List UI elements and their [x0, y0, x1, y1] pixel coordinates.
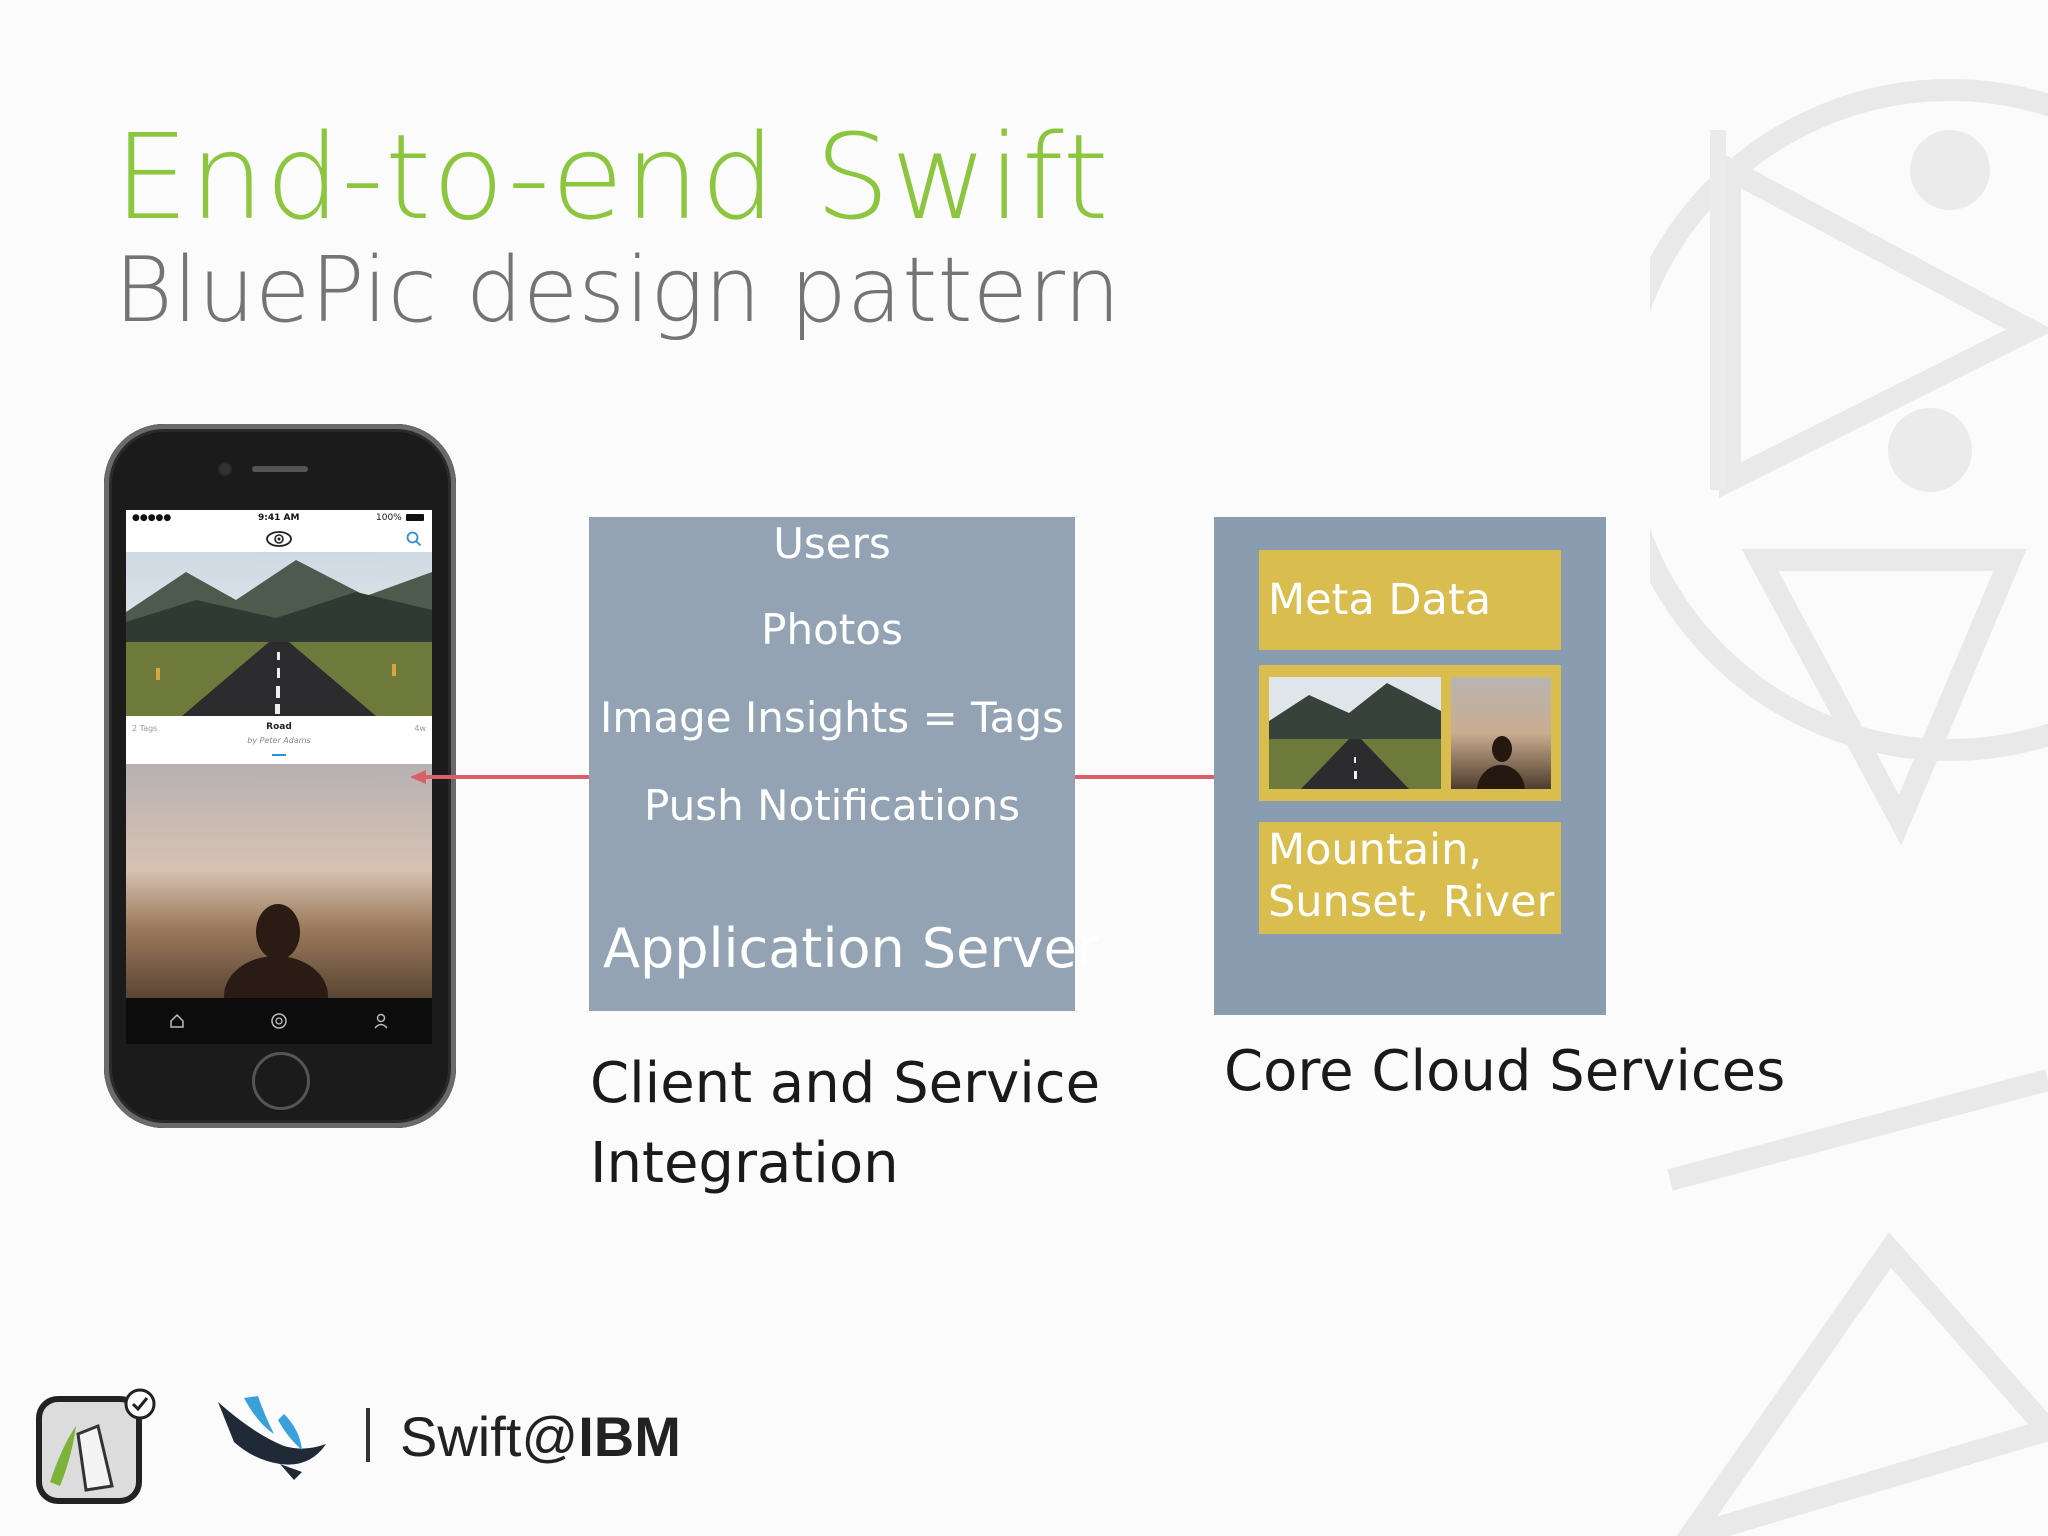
footer-divider [366, 1408, 370, 1462]
server-item-photos: Photos [761, 605, 903, 654]
caption-core-cloud-services: Core Cloud Services [1224, 1039, 1786, 1104]
bluepic-eye-logo-icon[interactable] [265, 528, 293, 550]
photo-thumbnails-tile [1259, 665, 1561, 801]
status-bar: ●●●●● 9:41 AM 100% [126, 510, 432, 526]
battery-percent: 100% [376, 513, 402, 523]
core-cloud-services-box: Meta Data Mountain, Sunset, River [1214, 517, 1606, 1015]
caption-client-line-1: Client and Service [590, 1051, 1101, 1116]
home-tab-icon[interactable] [168, 1012, 186, 1030]
brand-suffix: IBM [578, 1405, 681, 1468]
application-server-box: Users Photos Image Insights = Tags Push … [589, 517, 1099, 1011]
server-item-image-insights: Image Insights = Tags [600, 693, 1064, 742]
photo-person-sunset-image[interactable] [126, 764, 432, 998]
photo-title: Road [266, 722, 292, 732]
search-icon[interactable] [406, 531, 422, 547]
photo-caption: 2 Tags Road by Peter Adams 4w [126, 716, 432, 764]
slide-subtitle: BluePic design pattern [114, 238, 1121, 343]
meta-data-tile: Meta Data [1259, 550, 1561, 650]
thumbnail-person-image [1451, 677, 1551, 789]
tags-line-1: Mountain, [1268, 825, 1482, 875]
slide-title: End-to-end Swift [114, 108, 1110, 246]
server-item-push-notifications: Push Notifications [644, 781, 1020, 830]
phone-screen: ●●●●● 9:41 AM 100% [126, 510, 432, 1044]
swift-at-ibm-wordmark: Swift@IBM [400, 1404, 681, 1469]
tags-tile: Mountain, Sunset, River [1259, 822, 1561, 934]
phone-home-button [252, 1052, 310, 1110]
app-header [126, 526, 432, 552]
photo-age: 4w [414, 724, 426, 733]
application-server-label: Application Server [603, 917, 1099, 980]
server-item-users: Users [773, 519, 891, 568]
photo-road-image[interactable] [126, 552, 432, 716]
profile-tab-icon[interactable] [372, 1012, 390, 1030]
phone-camera [220, 464, 230, 474]
swift-bird-logo [218, 1396, 326, 1480]
background-geometric-decoration [1650, 79, 2048, 1536]
phone-speaker [252, 466, 308, 472]
status-time: 9:41 AM [258, 513, 300, 523]
photo-tags-count: 2 Tags [132, 724, 158, 733]
tags-line-2: Sunset, River [1268, 877, 1555, 927]
brand-prefix: Swift@ [400, 1405, 579, 1468]
battery-icon [406, 514, 424, 521]
signal-indicator: ●●●●● [132, 513, 172, 523]
caption-client-line-2: Integration [590, 1131, 899, 1196]
tab-bar [126, 998, 432, 1044]
camera-tab-icon[interactable] [270, 1012, 288, 1030]
thumbnail-road-image [1269, 677, 1441, 789]
photo-author: by Peter Adams [247, 736, 311, 745]
bluepic-app-icon [36, 1388, 156, 1504]
meta-data-label: Meta Data [1268, 575, 1492, 625]
photo-indicator [272, 754, 286, 756]
phone-mockup: ●●●●● 9:41 AM 100% [104, 424, 456, 1128]
